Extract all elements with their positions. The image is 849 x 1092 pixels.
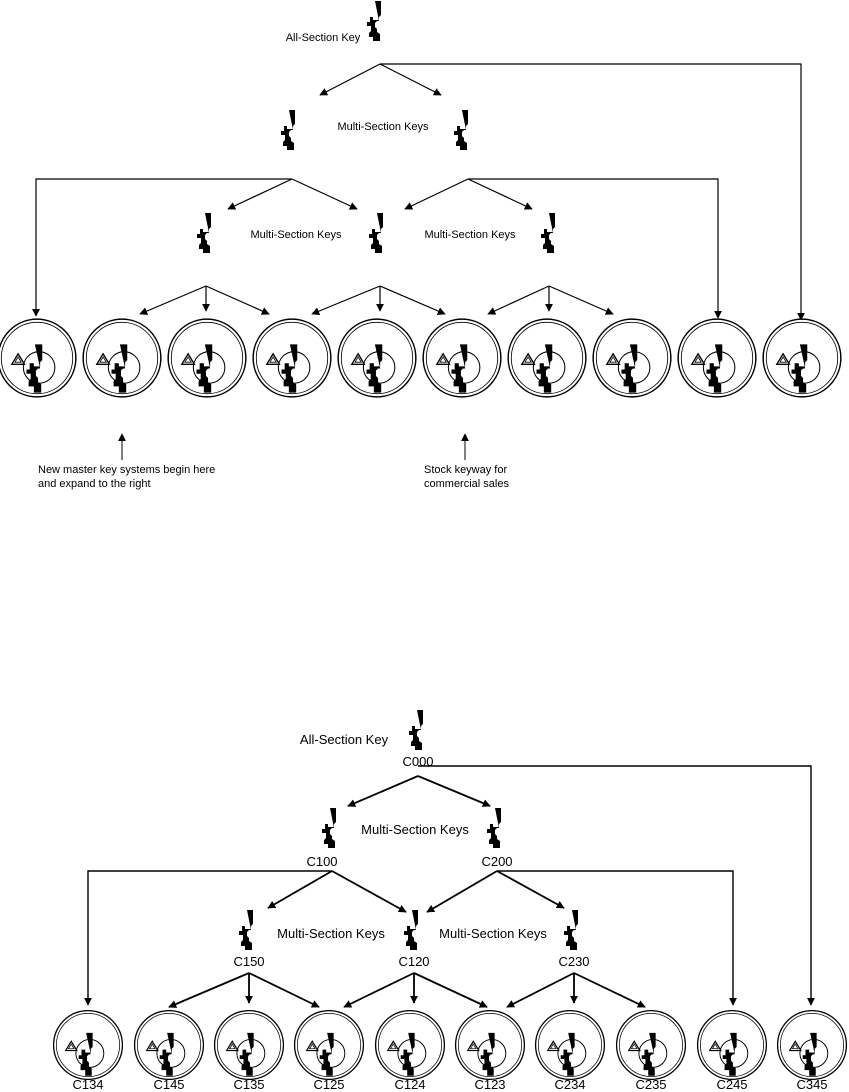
multi-section-keys-label: Multi-Section Keys: [361, 822, 469, 837]
key-profile-icon: [454, 110, 468, 150]
key-profile-icon: [197, 213, 211, 253]
all-section-key-label: All-Section Key: [300, 732, 389, 747]
lock-cylinder-icon: [167, 318, 247, 398]
lock-cylinder-icon: [52, 1009, 124, 1081]
top-diagram: All-Section Key Multi-Section Keys Multi…: [0, 1, 842, 490]
lock-cylinder-icon: [82, 318, 162, 398]
connector-arrow: [417, 775, 491, 807]
lock-cylinder-icon: [615, 1009, 687, 1081]
bottom-diagram: All-Section Key Multi-Section Keys Multi…: [52, 710, 848, 1092]
stock-keyway-note-line-1: Stock keyway for: [424, 464, 507, 476]
lock-cylinder-icon: [762, 318, 842, 398]
cylinder-code-label: C235: [635, 1077, 666, 1092]
key-profile-icon: [409, 710, 423, 750]
connector-arrow: [139, 285, 207, 315]
connector-arrow: [487, 285, 550, 315]
cylinder-code-label: C135: [233, 1077, 264, 1092]
lock-cylinder-icon: [507, 318, 587, 398]
connector-arrow: [467, 178, 533, 210]
lock-cylinder-icon: [133, 1009, 205, 1081]
connector-arrow: [227, 178, 293, 210]
connector-arrow: [267, 870, 333, 909]
connector-arrow: [418, 765, 815, 1006]
lock-cylinder-icon: [374, 1009, 446, 1081]
multi-section-keys-label: Multi-Section Keys: [439, 926, 547, 941]
connector-arrow: [248, 972, 320, 1008]
connector-arrow: [468, 178, 722, 319]
connector-arrow: [548, 285, 614, 315]
key-code-level2: C230: [558, 954, 589, 969]
key-profile-icon: [239, 910, 253, 950]
connector-arrow: [168, 972, 250, 1008]
lock-cylinder-icon: [696, 1009, 768, 1081]
cylinder-code-label: C124: [394, 1077, 425, 1092]
lock-cylinder-icon: [252, 318, 332, 398]
connector-arrow: [379, 285, 446, 315]
multi-section-keys-label: Multi-Section Keys: [424, 229, 516, 241]
cylinder-code-label: C123: [474, 1077, 505, 1092]
multi-section-keys-label: Multi-Section Keys: [250, 229, 342, 241]
lock-cylinder-icon: [293, 1009, 365, 1081]
lock-cylinder-icon: [534, 1009, 606, 1081]
key-profile-icon: [487, 808, 501, 848]
cylinder-code-label: C234: [554, 1077, 585, 1092]
key-profile-icon: [367, 1, 381, 41]
connector-arrow: [379, 63, 442, 96]
cylinder-code-label: C145: [153, 1077, 184, 1092]
connector-arrow: [413, 972, 488, 1008]
lock-cylinder-icon: [592, 318, 672, 398]
key-profile-icon: [281, 110, 295, 150]
cylinder-code-label: C345: [796, 1077, 827, 1092]
key-profile-icon: [322, 808, 336, 848]
stock-keyway-note-line-2: commercial sales: [424, 478, 509, 490]
lock-cylinder-icon: [213, 1009, 285, 1081]
lock-cylinder-icon: [0, 318, 77, 398]
cylinder-code-label: C125: [313, 1077, 344, 1092]
connector-arrow: [343, 972, 415, 1008]
lock-cylinder-icon: [776, 1009, 848, 1081]
new-systems-note-line-2: and expand to the right: [38, 478, 151, 490]
connector-arrow: [319, 63, 381, 96]
key-profile-icon: [564, 910, 578, 950]
connector-arrow: [291, 178, 358, 210]
connector-arrow: [331, 870, 407, 913]
lock-cylinder-icon: [454, 1009, 526, 1081]
connector-arrow: [497, 870, 737, 1006]
key-profile-icon: [541, 213, 555, 253]
connector-arrow: [311, 285, 381, 315]
cylinder-code-label: C134: [72, 1077, 103, 1092]
key-code-level1: C200: [481, 854, 512, 869]
connector-arrow: [205, 285, 270, 315]
cylinder-code-label: C245: [716, 1077, 747, 1092]
connector-arrow: [496, 870, 565, 909]
connector-arrow: [573, 972, 646, 1008]
connector-arrow: [426, 870, 498, 913]
lock-cylinder-icon: [422, 318, 502, 398]
multi-section-keys-label: Multi-Section Keys: [277, 926, 385, 941]
multi-section-keys-label: Multi-Section Keys: [337, 121, 429, 133]
connector-arrow: [506, 972, 575, 1008]
lock-cylinder-icon: [337, 318, 417, 398]
connector-arrow: [32, 178, 292, 317]
key-code-level2: C120: [398, 954, 429, 969]
all-section-key-label: All-Section Key: [286, 32, 361, 44]
key-profile-icon: [404, 910, 418, 950]
connector-arrow: [404, 178, 469, 210]
connector-arrow: [84, 870, 332, 1006]
connector-arrow: [380, 63, 805, 321]
connector-arrow: [347, 775, 419, 807]
key-profile-icon: [369, 213, 383, 253]
key-code-level2: C150: [233, 954, 264, 969]
lock-cylinder-icon: [677, 318, 757, 398]
new-systems-note-line-1: New master key systems begin here: [38, 464, 215, 476]
key-code-c000: C000: [402, 754, 433, 769]
key-code-level1: C100: [306, 854, 337, 869]
